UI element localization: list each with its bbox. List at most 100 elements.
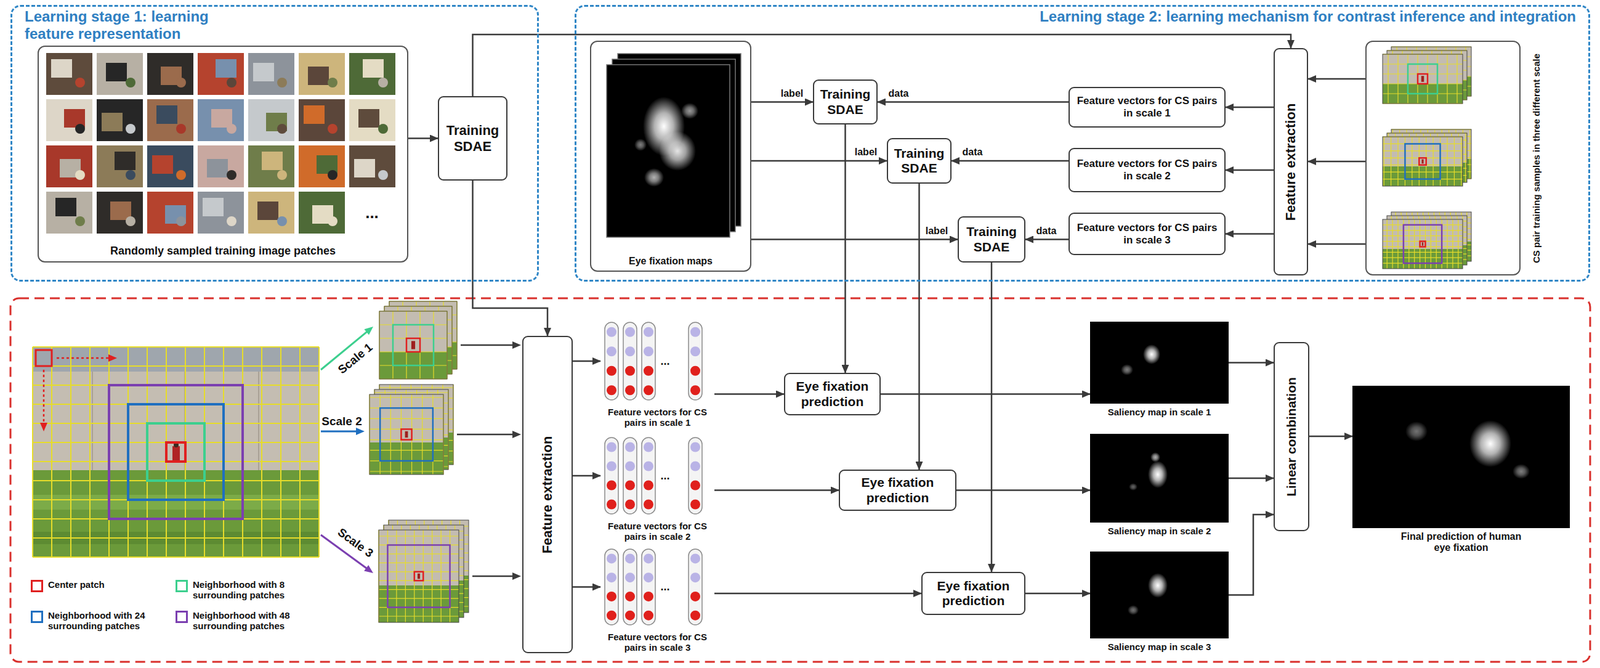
patch-detail [202, 197, 224, 217]
image-patch [147, 145, 194, 188]
legend-swatch [30, 579, 44, 592]
group-caption: Feature vectors for CS pairs in scale 1 [600, 406, 715, 429]
box-label: Eye fixation prediction [842, 474, 953, 505]
map-ground [1352, 385, 1570, 528]
vertical-box: Feature extraction [522, 335, 573, 653]
box-label: Training SDAE [890, 145, 948, 176]
connector [714, 488, 839, 491]
vector-column [641, 322, 656, 400]
patch-detail [114, 151, 136, 170]
grid-line [440, 529, 442, 623]
grid-line [70, 346, 72, 557]
vector-unit [643, 480, 654, 491]
grid-line [32, 346, 34, 557]
neighborhood-box [379, 407, 433, 461]
arrow-head [363, 326, 374, 336]
connector [714, 592, 922, 595]
image-patch [147, 52, 194, 95]
patch-image [378, 529, 459, 623]
process-box: Eye fixation prediction [838, 469, 957, 511]
vector-unit [690, 365, 701, 376]
arrow-head [355, 427, 365, 435]
center-patch [1417, 73, 1428, 84]
connector [1225, 169, 1274, 172]
patch-detail [226, 77, 237, 88]
grid-line [32, 365, 320, 367]
patch-detail [206, 158, 228, 178]
vector-unit [625, 442, 635, 453]
fixation-blob [658, 131, 696, 171]
arrow-line [56, 357, 110, 360]
arrow-head [363, 564, 374, 573]
box-label: Training SDAE [961, 224, 1022, 254]
map-caption: Final prediction of human eye fixation [1396, 530, 1527, 554]
arrow-line [460, 344, 514, 347]
vector-unit [690, 327, 701, 337]
image-patch [46, 99, 93, 142]
feature-vector-group: Feature vectors for CS pairs in scale 1 [600, 318, 715, 404]
image-patch [96, 145, 143, 188]
vector-unit [643, 384, 654, 395]
connector [1309, 435, 1353, 438]
box-label: Training SDAE [816, 86, 874, 117]
connector [751, 160, 887, 162]
patch-detail [277, 169, 287, 180]
vector-column [604, 548, 619, 625]
patch-detail [176, 216, 186, 227]
patch-detail [51, 59, 73, 78]
image-patch [147, 99, 194, 142]
grid-line [1382, 229, 1463, 231]
vector-unit [643, 499, 654, 510]
vector-unit [625, 591, 635, 602]
vector-unit [606, 591, 617, 602]
process-box: Feature vectors for CS pairs in scale 1 [1068, 86, 1226, 128]
vector-unit [625, 480, 635, 491]
arrow-head [512, 341, 522, 349]
patch-detail [327, 77, 338, 88]
patch-detail [327, 123, 338, 134]
vector-unit [606, 442, 617, 453]
saliency-map: Saliency map in scale 2 [1090, 433, 1229, 523]
patch-detail [277, 216, 287, 227]
patch-detail [226, 169, 237, 180]
vertical-box: Feature extraction [1273, 48, 1309, 276]
patch-detail [378, 77, 388, 88]
grass [1382, 248, 1463, 269]
patch-detail [101, 112, 123, 132]
saliency-blob [1405, 421, 1428, 441]
grid-line [369, 396, 444, 398]
connector [1228, 361, 1274, 364]
image-patch [197, 191, 244, 234]
image-border [1382, 136, 1463, 186]
vector-column [641, 437, 656, 514]
legend-text: Center patch [48, 578, 159, 590]
vector-unit [690, 572, 701, 582]
grid-line [51, 346, 53, 557]
vector-column [688, 437, 703, 514]
grid-line [1386, 219, 1388, 269]
vector-column [623, 548, 637, 625]
vector-unit [606, 480, 617, 491]
vector-unit [606, 572, 617, 582]
connector [1308, 160, 1366, 163]
image-patch [248, 52, 295, 95]
connector [714, 392, 784, 395]
vector-unit [643, 327, 654, 337]
patch-detail [75, 123, 85, 134]
sliding-window [35, 349, 52, 366]
vector-column [688, 548, 703, 625]
process-box: Training SDAE [437, 96, 508, 181]
grid-line [32, 346, 320, 348]
grid-line [89, 346, 91, 557]
image-border [1382, 219, 1463, 269]
edge-label: label [779, 88, 805, 100]
grid-line [431, 529, 433, 623]
vector-column [604, 437, 619, 514]
vertical-box: Linear combination [1273, 341, 1310, 531]
vector-unit [606, 384, 617, 395]
legend-item: Center patch [30, 578, 159, 592]
grid-line [1397, 54, 1398, 104]
saliency-blob [1512, 463, 1530, 479]
